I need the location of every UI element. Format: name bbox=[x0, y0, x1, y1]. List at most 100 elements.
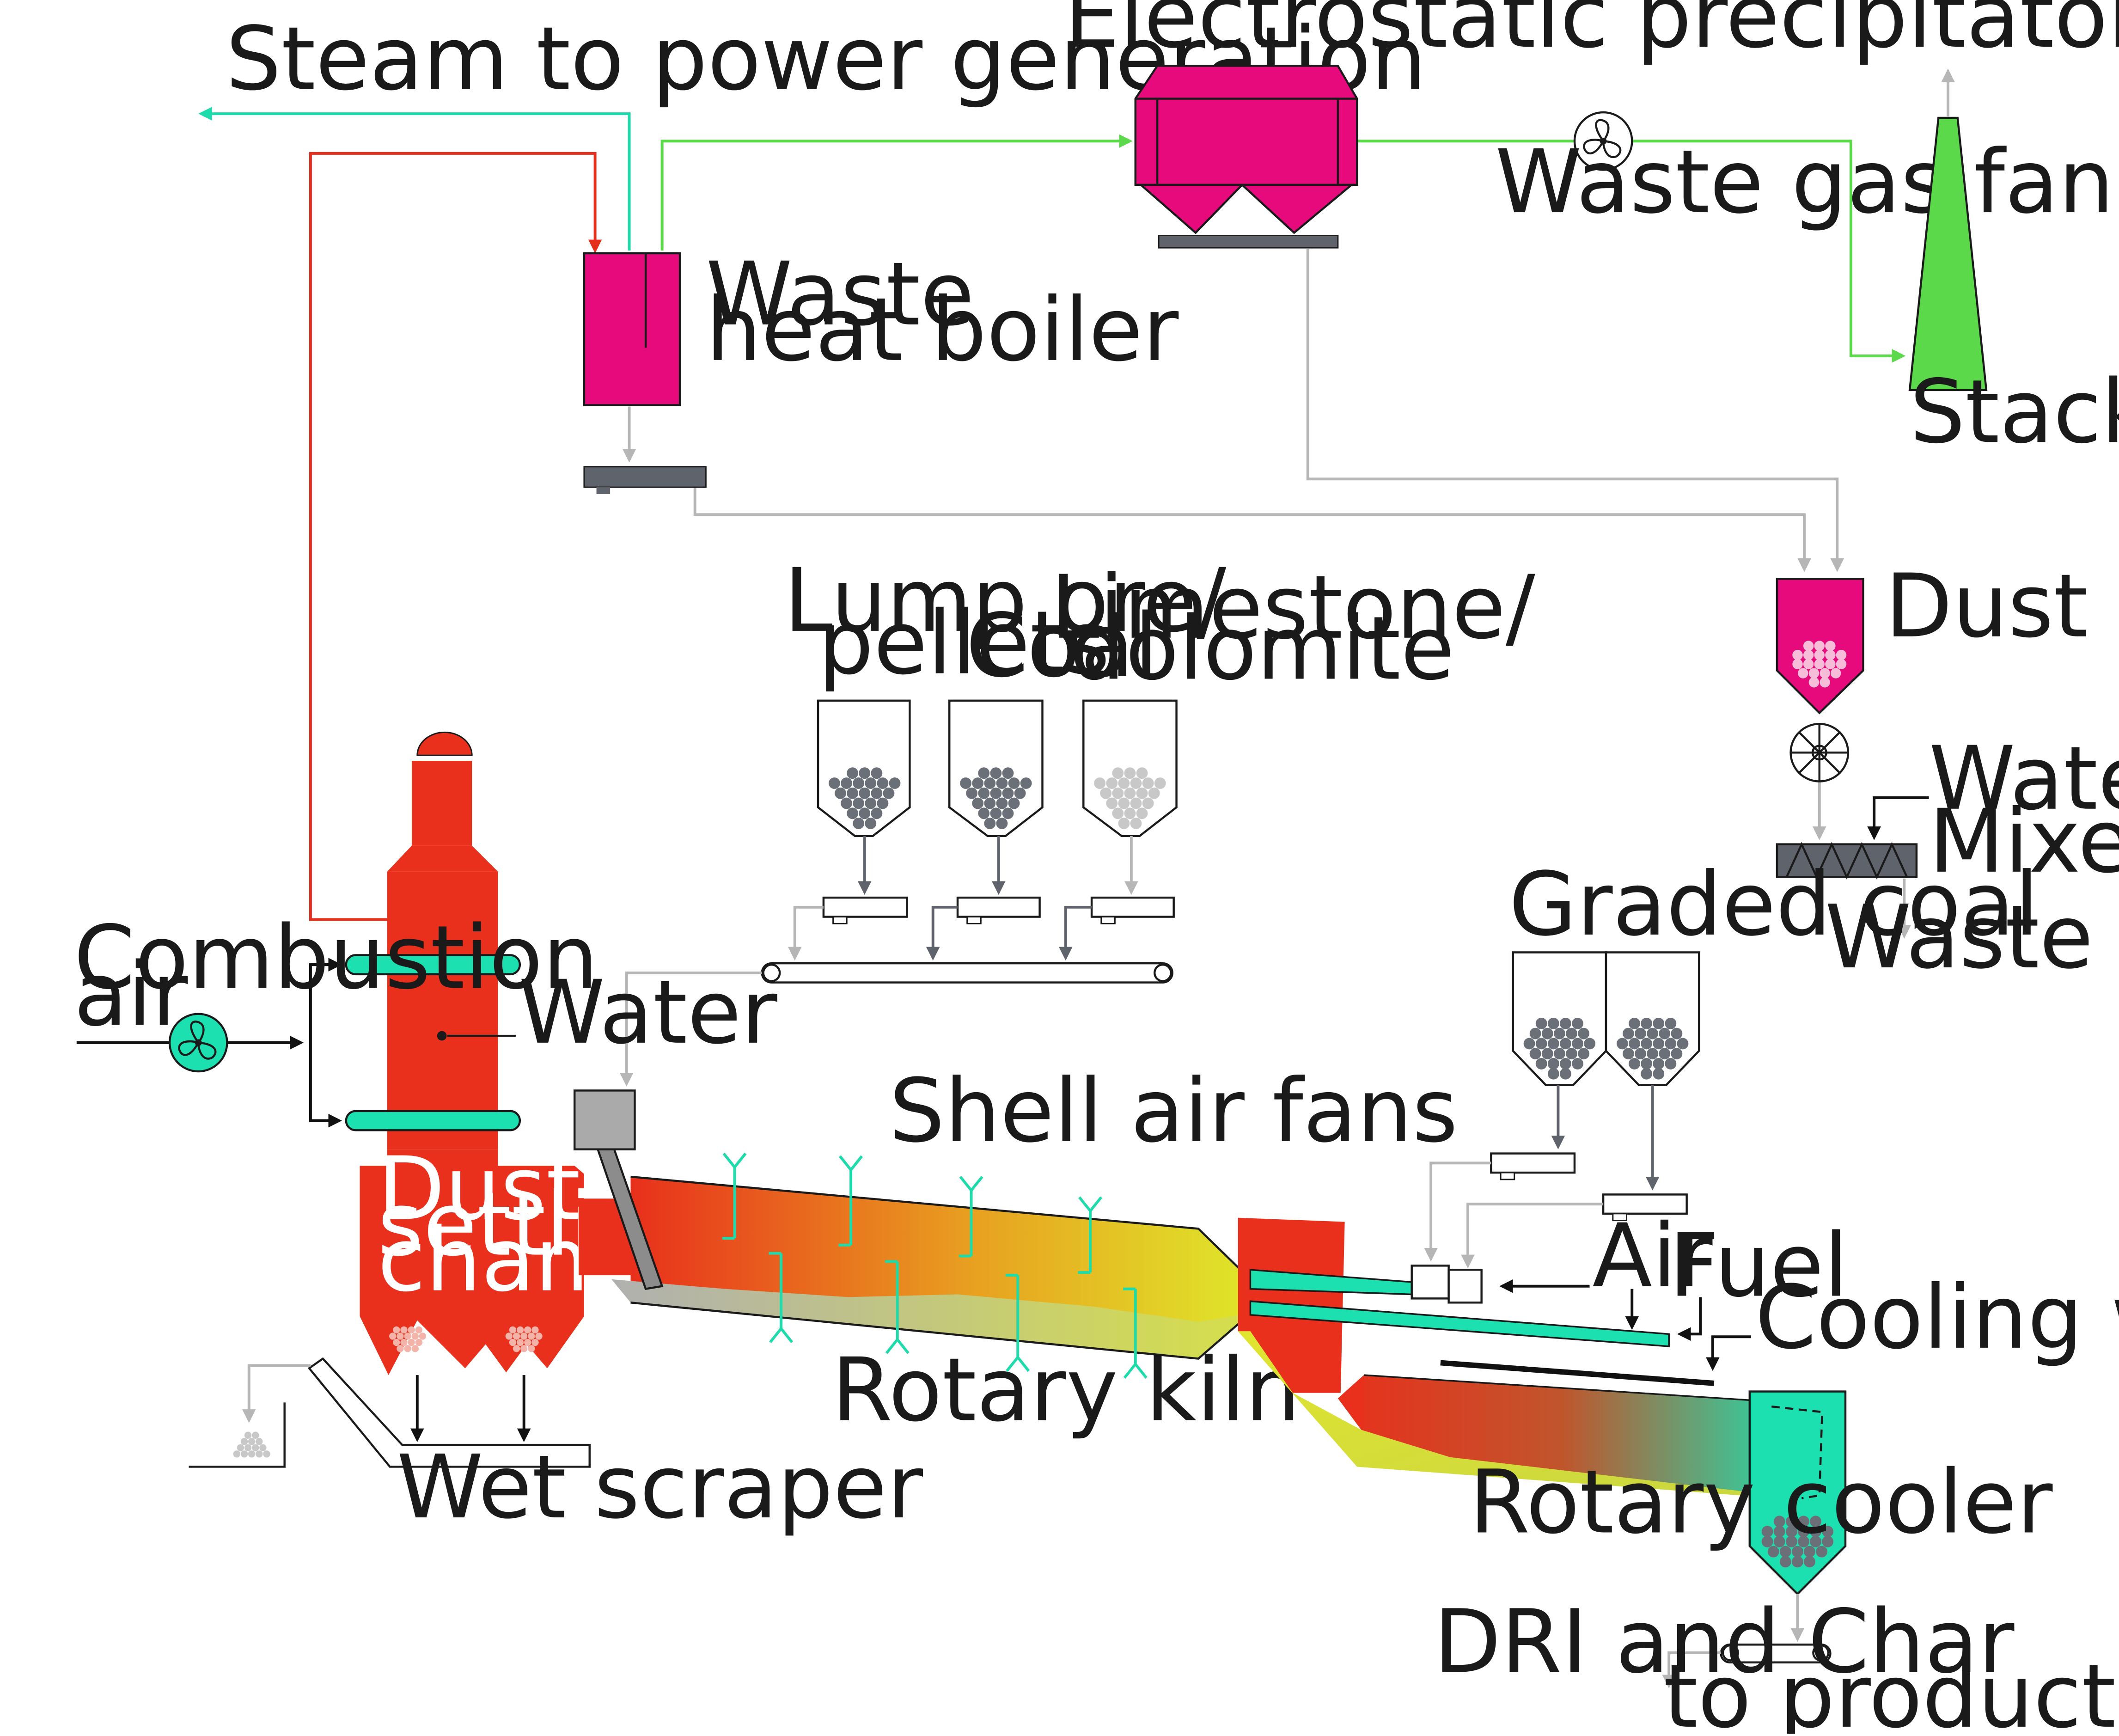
particle bbox=[1810, 1516, 1821, 1528]
particle bbox=[520, 1333, 528, 1340]
particle bbox=[871, 787, 883, 799]
particle bbox=[1130, 777, 1142, 789]
dust-particles bbox=[1792, 641, 1847, 688]
particle bbox=[1541, 1027, 1553, 1039]
particle bbox=[1653, 1038, 1665, 1050]
particle bbox=[1547, 1038, 1559, 1050]
particle bbox=[393, 1326, 400, 1334]
particle bbox=[1665, 1017, 1677, 1029]
particle bbox=[1535, 1038, 1547, 1050]
particle bbox=[996, 818, 1008, 829]
particle bbox=[248, 1438, 256, 1445]
particle bbox=[1002, 787, 1014, 799]
particle bbox=[1578, 1027, 1590, 1039]
particle bbox=[1559, 1068, 1571, 1080]
particle bbox=[1830, 668, 1841, 679]
particle bbox=[1825, 659, 1836, 670]
particle bbox=[1653, 1017, 1665, 1029]
particle bbox=[1785, 1526, 1797, 1538]
particle bbox=[1008, 797, 1020, 809]
particle bbox=[889, 777, 901, 789]
shell-fan-icon bbox=[722, 1152, 747, 1239]
particle bbox=[1535, 1058, 1547, 1070]
particle bbox=[1100, 787, 1112, 799]
particle bbox=[972, 797, 984, 809]
cooling-rings bbox=[345, 954, 521, 1131]
particle bbox=[847, 787, 859, 799]
shell-fan-icon bbox=[1078, 1196, 1103, 1273]
particle bbox=[516, 1326, 524, 1334]
particle bbox=[419, 1333, 427, 1340]
particle bbox=[1118, 777, 1130, 789]
particle bbox=[1671, 1048, 1683, 1060]
label-lime-2: dolomite bbox=[1070, 598, 1455, 700]
particle bbox=[244, 1444, 252, 1452]
particle bbox=[996, 777, 1008, 789]
label-graded-coal: Graded coal bbox=[1509, 853, 2039, 955]
particle bbox=[847, 767, 859, 779]
particle bbox=[505, 1333, 513, 1340]
shell-air-fans bbox=[722, 1152, 1148, 1379]
particle bbox=[1541, 1048, 1553, 1060]
particle bbox=[1791, 1546, 1803, 1558]
particle bbox=[877, 777, 889, 789]
wet-scraper bbox=[189, 1357, 591, 1468]
particle bbox=[1148, 787, 1160, 799]
particle bbox=[1659, 1048, 1671, 1060]
particle bbox=[1008, 777, 1020, 789]
weigh-feeders bbox=[788, 836, 1175, 961]
particle bbox=[263, 1450, 270, 1458]
burner-pipes bbox=[1249, 1265, 1751, 1386]
particle bbox=[1671, 1027, 1683, 1039]
shell-fan-icon bbox=[885, 1261, 910, 1354]
particle bbox=[244, 1431, 252, 1439]
particle bbox=[393, 1339, 400, 1346]
particle bbox=[1810, 1526, 1821, 1538]
particle bbox=[984, 797, 996, 809]
particle bbox=[1623, 1048, 1634, 1060]
particle bbox=[252, 1444, 259, 1452]
particle bbox=[1641, 1058, 1653, 1070]
particle bbox=[1773, 1516, 1785, 1528]
particle bbox=[1112, 787, 1124, 799]
particle bbox=[984, 818, 996, 829]
label-rotary-kiln: Rotary kiln bbox=[832, 1339, 1301, 1441]
particle bbox=[1836, 649, 1847, 660]
particle bbox=[871, 767, 883, 779]
particle bbox=[1665, 1058, 1677, 1070]
particle bbox=[1566, 1048, 1577, 1060]
label-waste-gas-fan: Waste gas fan bbox=[1495, 131, 2114, 233]
particle bbox=[1803, 641, 1814, 651]
particle bbox=[835, 787, 846, 799]
particle bbox=[1566, 1027, 1577, 1039]
electrostatic-precipitator bbox=[1134, 65, 1358, 249]
rotary-valve-icon bbox=[1789, 722, 1850, 782]
particle bbox=[1803, 659, 1814, 670]
particle bbox=[1130, 818, 1142, 829]
particle bbox=[1629, 1058, 1640, 1070]
particle bbox=[1535, 1017, 1547, 1029]
particle bbox=[1791, 1556, 1803, 1568]
particle bbox=[871, 807, 883, 819]
particle bbox=[990, 807, 1002, 819]
particle bbox=[400, 1326, 408, 1334]
particle bbox=[984, 777, 996, 789]
particle bbox=[990, 767, 1002, 779]
particle bbox=[1814, 641, 1825, 651]
gas-line-to-esp bbox=[660, 134, 1133, 251]
particle bbox=[1767, 1546, 1779, 1558]
shell-fan-icon bbox=[839, 1155, 863, 1245]
particle bbox=[1653, 1058, 1665, 1070]
dust-lines bbox=[622, 249, 1911, 939]
particle bbox=[1635, 1027, 1646, 1039]
label-lump-1: Lump ore/ bbox=[784, 550, 1226, 652]
label-lime-1: Limestone/ bbox=[1050, 556, 1535, 659]
particle bbox=[1641, 1038, 1653, 1050]
particle bbox=[841, 777, 852, 789]
waste-gas-fan-icon bbox=[1573, 111, 1633, 171]
combustion-air bbox=[76, 958, 342, 1128]
particle bbox=[1002, 767, 1014, 779]
particle bbox=[528, 1333, 535, 1340]
particle bbox=[883, 787, 895, 799]
